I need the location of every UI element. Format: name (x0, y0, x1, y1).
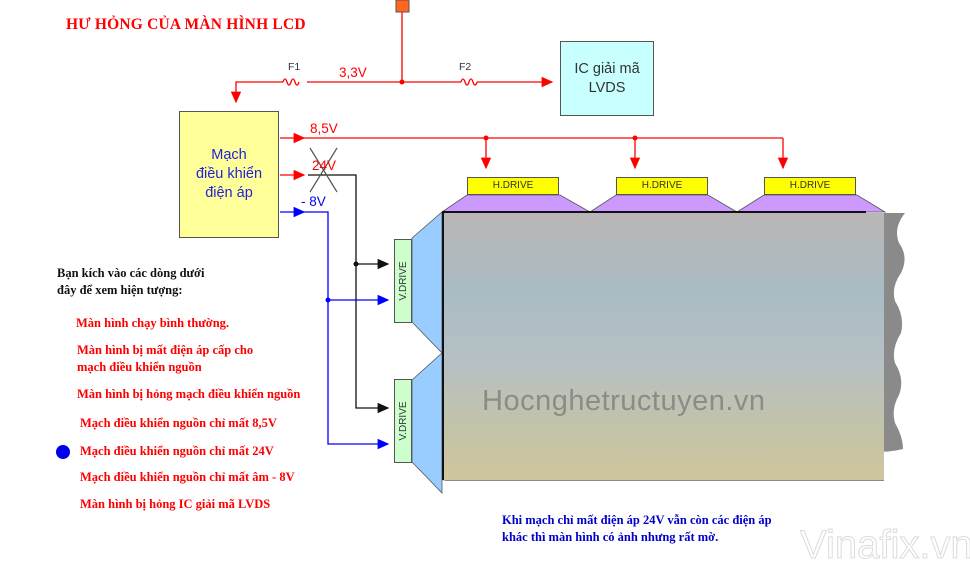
rail-3v3-label: 3,3V (339, 65, 367, 80)
h-drive-2: H.DRIVE (616, 177, 708, 195)
screen-watermark: Hocnghetructuyen.vn (482, 385, 766, 417)
lcd-screen-dim-image (442, 213, 884, 480)
menu-item-lost-8v5[interactable]: Mạch điều khiển nguồn chỉ mất 8,5V (80, 416, 277, 430)
menu-item-no-supply-line2: mạch điều khiển nguồn (77, 360, 202, 374)
power-source-icon (395, 0, 410, 13)
instructions: Bạn kích vào các dòng dưới đây để xem hi… (57, 265, 204, 299)
output-8v5-label: 8,5V (310, 121, 338, 136)
fuse-f1-label: F1 (288, 61, 301, 73)
v-drive-1: V.DRIVE (394, 239, 412, 323)
v-drive-2-label: V.DRIVE (398, 401, 409, 441)
ic-block-line2: LVDS (588, 79, 626, 96)
control-block-line3: điện áp (205, 185, 253, 201)
result-caption: Khi mạch chỉ mất điện áp 24V vẫn còn các… (502, 512, 772, 546)
selected-bullet-icon (56, 445, 70, 459)
fuse-f1-icon (282, 78, 300, 86)
menu-item-lost-24v[interactable]: Mạch điều khiển nguồn chỉ mất 24V (80, 444, 274, 458)
caption-line2: khác thì màn hình có ảnh nhưng rất mờ. (502, 530, 719, 544)
fuse-f2-label: F2 (459, 61, 472, 73)
caption-line1: Khi mạch chỉ mất điện áp 24V vẫn còn các… (502, 513, 772, 527)
menu-item-no-supply[interactable]: Màn hình bị mất điện áp cấp cho mạch điề… (77, 342, 253, 376)
menu-item-lvds-broken[interactable]: Màn hình bị hỏng IC giải mã LVDS (80, 497, 271, 511)
menu-item-normal[interactable]: Màn hình chạy bình thường. (76, 316, 230, 330)
h-drive-1: H.DRIVE (467, 177, 559, 195)
instructions-line2: đây để xem hiện tượng: (57, 283, 183, 297)
control-block-line1: Mạch (211, 147, 247, 163)
menu-item-lost-neg8v[interactable]: Mạch điều khiển nguồn chỉ mất âm - 8V (80, 470, 295, 484)
fuse-f2-icon (460, 78, 478, 86)
control-block-line2: điều khiển (195, 166, 263, 182)
output-24v-label: 24V (312, 158, 337, 173)
output-neg8v-label: - 8V (301, 194, 326, 209)
ic-block-line1: IC giải mã (574, 60, 640, 77)
v-drive-1-label: V.DRIVE (398, 261, 409, 301)
lvds-ic-block: IC giải mã LVDS (560, 41, 654, 116)
vinafix-watermark: Vinafix.vn (800, 523, 970, 568)
h-drive-3: H.DRIVE (764, 177, 856, 195)
menu-item-no-supply-line1: Màn hình bị mất điện áp cấp cho (77, 343, 254, 357)
menu-item-control-broken[interactable]: Màn hình bị hỏng mạch điều khiển nguồn (77, 387, 301, 401)
voltage-control-block: Mạch điều khiển điện áp (179, 111, 279, 238)
instructions-line1: Bạn kích vào các dòng dưới (57, 266, 205, 280)
v-drive-2: V.DRIVE (394, 379, 412, 463)
page-title: HƯ HỎNG CỦA MÀN HÌNH LCD (66, 16, 306, 33)
